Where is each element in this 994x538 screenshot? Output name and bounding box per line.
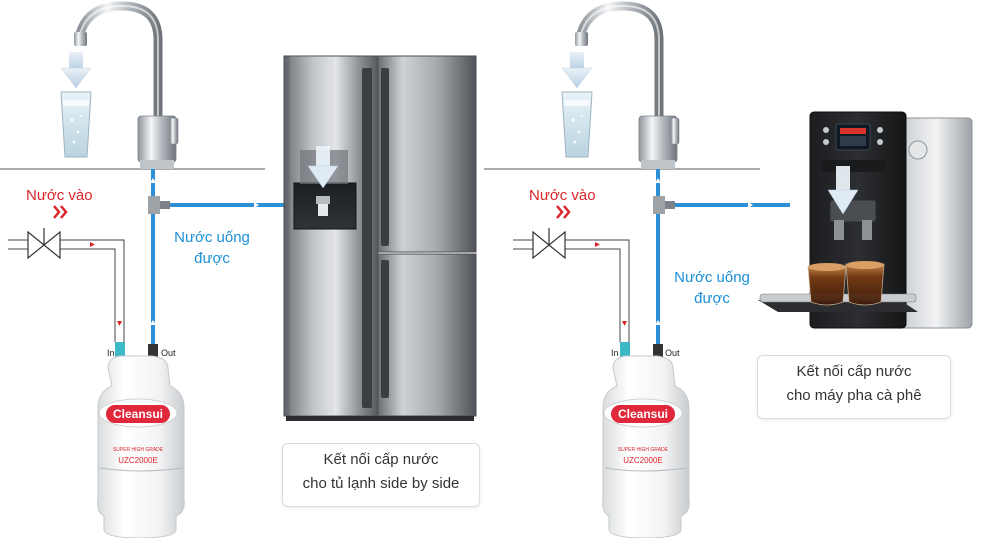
outlet-label-line2: được [694, 290, 730, 307]
water-glass-icon [60, 91, 92, 158]
filter-grade: SUPER HIGH GRADE [617, 447, 669, 453]
outlet-label: Nước uống được [162, 227, 262, 269]
inlet-label: Nước vào [26, 187, 93, 204]
down-arrow-icon [307, 146, 339, 189]
coffee-machine-icon [758, 111, 973, 329]
left-panel [0, 1, 477, 538]
inlet-pipe [513, 228, 630, 357]
filter-brand: Cleansui [112, 407, 163, 421]
filter-cartridge [602, 355, 690, 538]
filter-model: UZC2000E [623, 456, 663, 465]
outlet-label-line1: Nước uống [674, 269, 750, 286]
caption-line2: cho máy pha cà phê [786, 387, 922, 404]
inlet-label: Nước vào [529, 187, 596, 204]
refrigerator-icon [283, 55, 477, 421]
port-in-label: In [611, 348, 619, 358]
filter-model: UZC2000E [118, 456, 158, 465]
filter-grade: SUPER HIGH GRADE [112, 447, 164, 453]
filter-brand: Cleansui [617, 407, 668, 421]
coffee-caption: Kết nối cấp nước cho máy pha cà phê [757, 355, 951, 419]
filter-cartridge [97, 355, 185, 538]
outlet-connector [653, 344, 663, 358]
outlet-pipe [653, 169, 790, 348]
rotary-knob [908, 140, 928, 160]
espresso-cup-icon [845, 261, 885, 306]
right-panel [484, 1, 973, 538]
faucet-icon [74, 1, 179, 169]
down-arrow-icon [827, 166, 859, 215]
fridge-caption: Kết nối cấp nước cho tủ lạnh side by sid… [282, 443, 480, 507]
inlet-pipe [8, 228, 125, 357]
espresso-cup-icon [807, 263, 847, 306]
outlet-label-line1: Nước uống [174, 229, 250, 246]
caption-line1: Kết nối cấp nước [323, 451, 439, 468]
down-arrow-icon [561, 52, 593, 89]
caption-line2: cho tủ lạnh side by side [302, 475, 460, 492]
outlet-label: Nước uống được [662, 267, 762, 309]
down-arrow-icon [60, 52, 92, 89]
outlet-connector [148, 344, 158, 358]
faucet-icon [575, 1, 680, 169]
caption-line1: Kết nối cấp nước [796, 363, 912, 380]
double-chevron-icon [556, 205, 571, 219]
port-in-label: In [107, 348, 115, 358]
outlet-label-line2: được [194, 250, 230, 267]
double-chevron-icon [53, 205, 68, 219]
port-out-label: Out [161, 348, 176, 358]
port-out-label: Out [665, 348, 680, 358]
outlet-pipe [148, 169, 290, 348]
water-glass-icon [561, 91, 593, 158]
